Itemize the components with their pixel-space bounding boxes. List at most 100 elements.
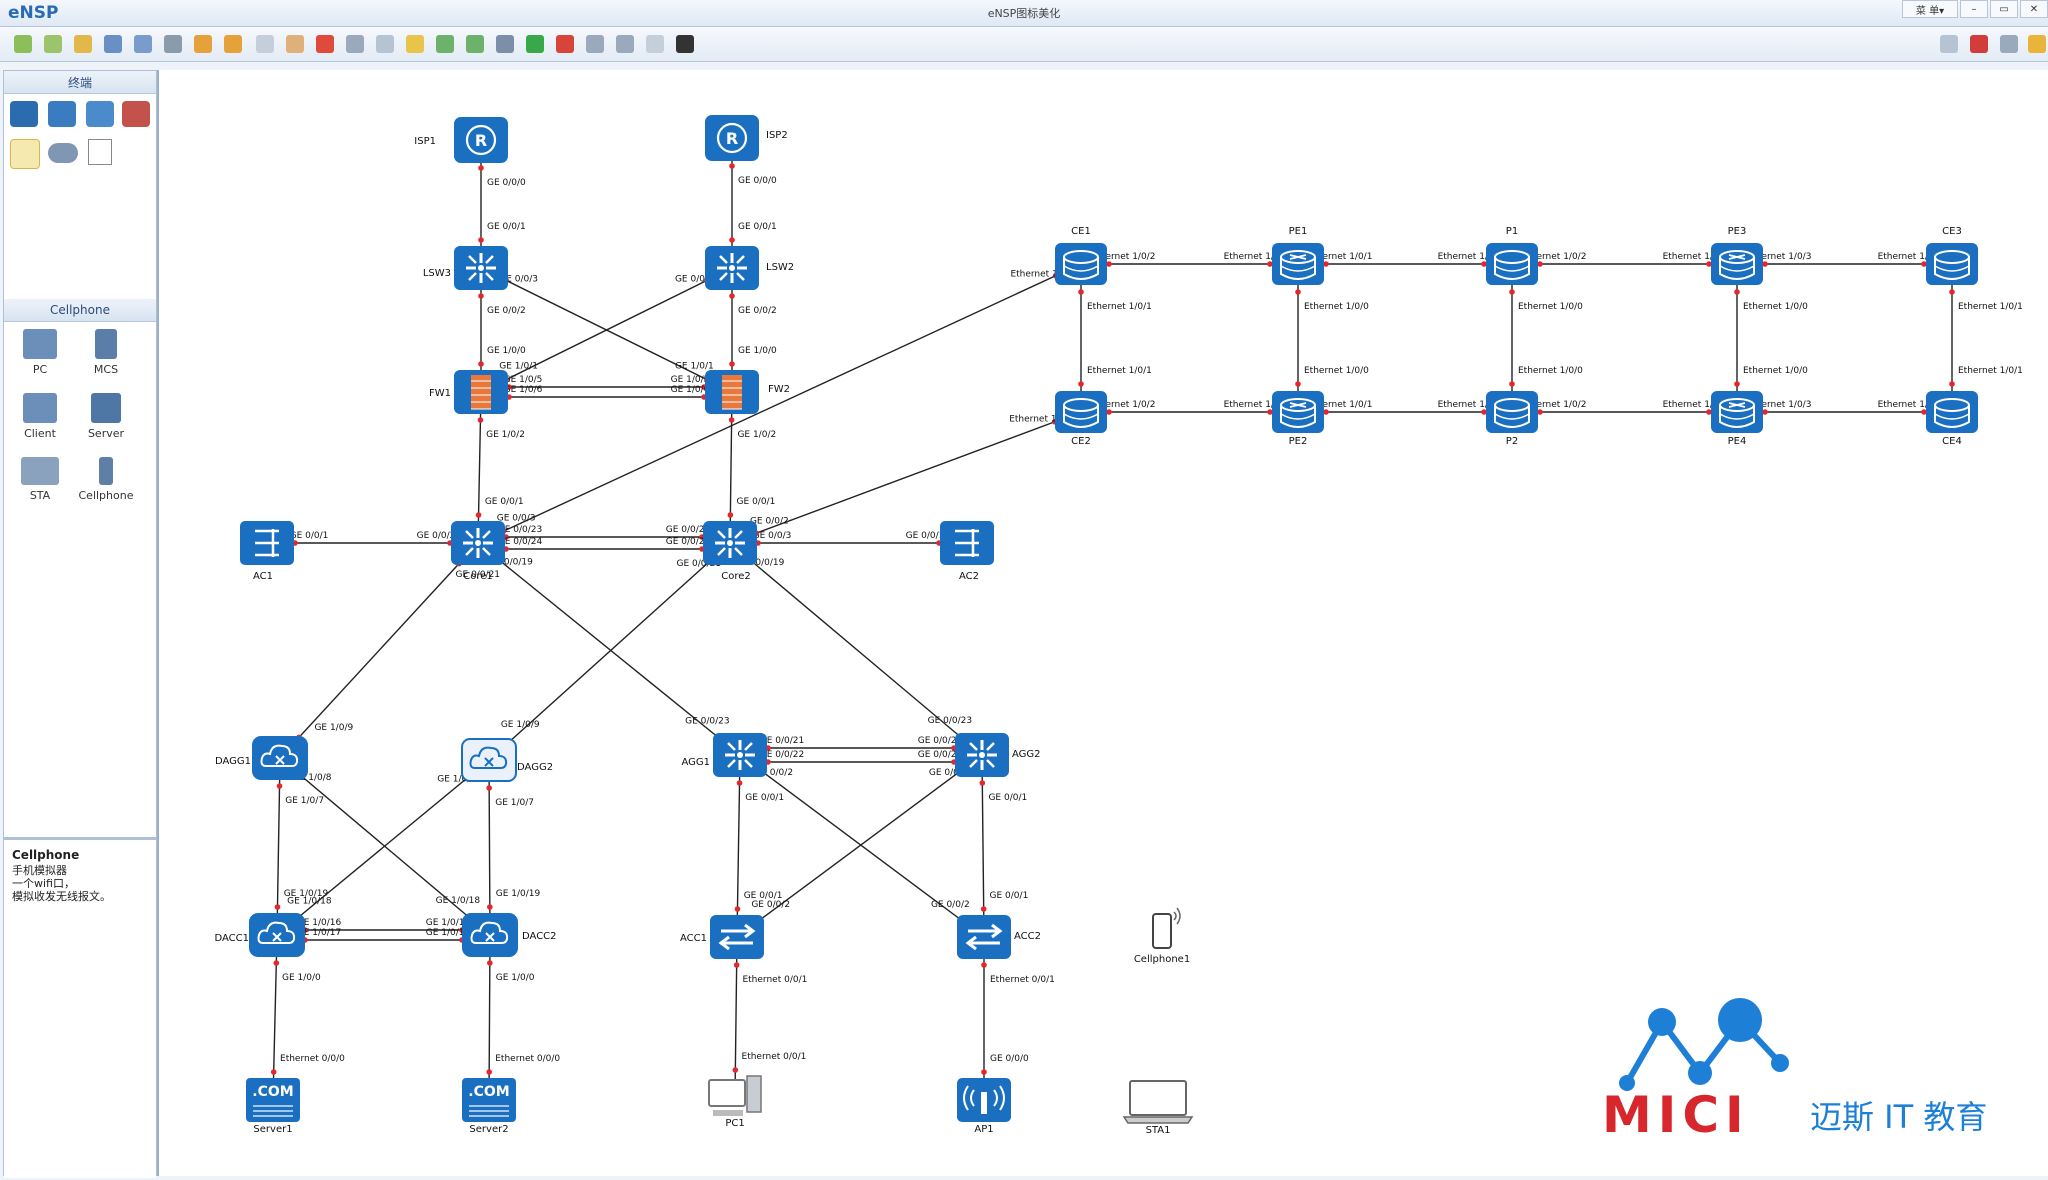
node-p1[interactable]: P1 bbox=[1486, 226, 1538, 285]
firewall-category-icon[interactable] bbox=[122, 101, 150, 127]
node-agg1[interactable]: AGG1 bbox=[681, 733, 767, 777]
node-fw1[interactable]: FW1 bbox=[429, 370, 508, 414]
redo-icon[interactable] bbox=[224, 35, 242, 53]
delete-all-links-icon[interactable] bbox=[346, 35, 364, 53]
palette-item-server[interactable]: Server bbox=[76, 393, 136, 440]
node-acc1[interactable]: ACC1 bbox=[680, 915, 764, 959]
palette-item-cellphone[interactable]: Cellphone bbox=[76, 457, 136, 502]
node-ce3[interactable]: CE3 bbox=[1926, 226, 1978, 285]
terminal-category-icon[interactable] bbox=[10, 139, 40, 169]
node-dacc1[interactable]: DACC1 bbox=[214, 913, 305, 957]
node-dagg1[interactable]: DAGG1 bbox=[215, 736, 308, 780]
start-icon[interactable] bbox=[526, 35, 544, 53]
node-core1[interactable]: Core1 bbox=[451, 521, 505, 582]
node-ac1[interactable]: AC1 bbox=[240, 521, 294, 582]
huawei-icon[interactable] bbox=[1970, 35, 1988, 53]
link[interactable]: GE 0/0/1GE 0/0/1 bbox=[979, 754, 1029, 938]
undo-icon[interactable] bbox=[194, 35, 212, 53]
link[interactable]: GE 1/0/2GE 0/0/1 bbox=[475, 391, 525, 544]
console-icon[interactable] bbox=[676, 35, 694, 53]
node-ap1[interactable]: AP1 bbox=[957, 1078, 1011, 1135]
palette-section-cellphone[interactable]: Cellphone bbox=[4, 299, 156, 322]
cloud-category-icon[interactable] bbox=[48, 143, 78, 163]
link[interactable]: GE 1/0/7GE 1/0/19 bbox=[274, 757, 329, 936]
node-core2[interactable]: Core2 bbox=[703, 521, 757, 582]
node-ce2[interactable]: CE2 bbox=[1055, 391, 1107, 447]
restore-button[interactable]: ▭ bbox=[1990, 0, 2018, 18]
node-fw2[interactable]: FW2 bbox=[705, 370, 790, 414]
settings-icon[interactable] bbox=[2000, 35, 2018, 53]
node-pe4[interactable]: PE4 bbox=[1711, 391, 1763, 447]
link[interactable]: GE 1/0/8GE 1/0/18 bbox=[276, 759, 490, 936]
save-icon[interactable] bbox=[104, 35, 122, 53]
node-acc2[interactable]: ACC2 bbox=[957, 915, 1041, 959]
palette-item-pc[interactable]: PC bbox=[10, 329, 70, 376]
print-icon[interactable] bbox=[164, 35, 182, 53]
link-category-icon[interactable] bbox=[88, 139, 112, 165]
node-lsw3[interactable]: LSW3 bbox=[423, 246, 508, 290]
node-agg2[interactable]: AGG2 bbox=[955, 733, 1041, 777]
node-dacc2[interactable]: DACC2 bbox=[462, 913, 557, 957]
zoom-in-icon[interactable] bbox=[436, 35, 454, 53]
palette-item-mcs[interactable]: MCS bbox=[76, 329, 136, 376]
palette-icon[interactable] bbox=[406, 35, 424, 53]
switch-category-icon[interactable] bbox=[48, 101, 76, 127]
zoom-fit-icon[interactable] bbox=[496, 35, 514, 53]
new-example-icon[interactable] bbox=[44, 35, 62, 53]
grid-icon[interactable] bbox=[646, 35, 664, 53]
node-ce1[interactable]: CE1 bbox=[1055, 226, 1107, 285]
open-icon[interactable] bbox=[74, 35, 92, 53]
link[interactable]: GE 0/0/1GE 0/0/1 bbox=[734, 754, 784, 938]
text-icon[interactable] bbox=[376, 35, 394, 53]
link[interactable]: GE 1/0/7GE 1/0/19 bbox=[486, 759, 541, 936]
save-as-icon[interactable] bbox=[134, 35, 152, 53]
menu-button[interactable]: 菜 单▾ bbox=[1902, 0, 1958, 18]
zoom-out-icon[interactable] bbox=[466, 35, 484, 53]
node-pc1[interactable]: PC1 bbox=[708, 1075, 762, 1129]
close-button[interactable]: ✕ bbox=[2020, 0, 2048, 18]
node-p2[interactable]: P2 bbox=[1486, 391, 1538, 447]
node-lsw2[interactable]: LSW2 bbox=[705, 246, 794, 290]
delete-icon[interactable] bbox=[316, 35, 334, 53]
select-pointer-icon[interactable] bbox=[256, 35, 274, 53]
node-dagg2[interactable]: DAGG2 bbox=[461, 738, 553, 782]
node-pe2[interactable]: PE2 bbox=[1272, 391, 1324, 447]
hand-icon[interactable] bbox=[286, 35, 304, 53]
palette-section-terminal[interactable]: 终端 bbox=[4, 71, 156, 94]
chat-icon[interactable] bbox=[1940, 35, 1958, 53]
node-pe3[interactable]: PE3 bbox=[1711, 226, 1763, 285]
wlan-category-icon[interactable] bbox=[86, 101, 114, 127]
node-sta1[interactable]: STA1 bbox=[1122, 1080, 1194, 1136]
link[interactable]: GE 1/0/2GE 0/0/1 bbox=[727, 391, 777, 544]
router-category-icon[interactable] bbox=[10, 101, 38, 127]
help-icon[interactable] bbox=[2028, 35, 2046, 53]
node-ac2[interactable]: AC2 bbox=[940, 521, 994, 582]
stop-icon[interactable] bbox=[556, 35, 574, 53]
palette-item-client[interactable]: Client bbox=[10, 393, 70, 440]
